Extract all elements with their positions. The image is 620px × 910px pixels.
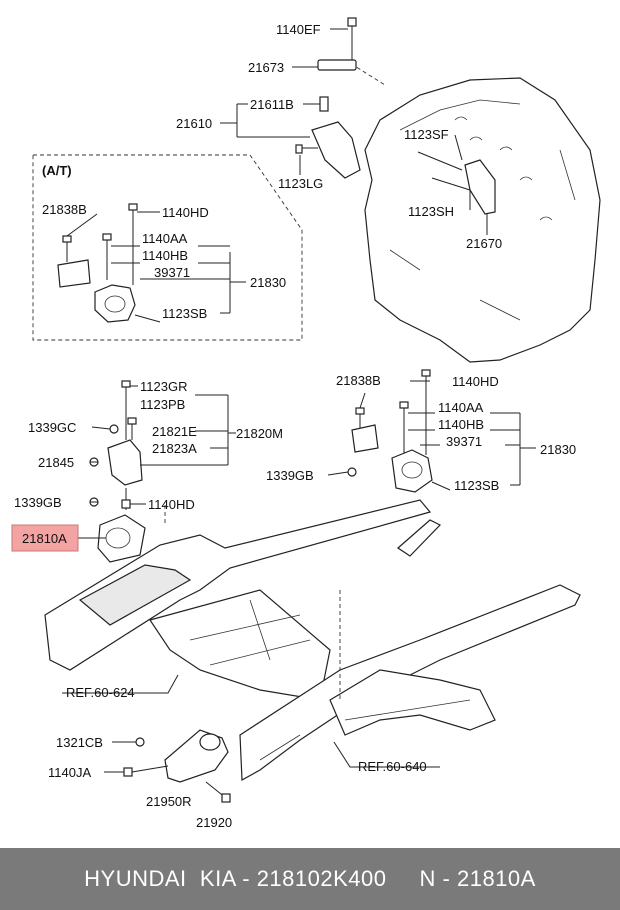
label-r-1123SB: 1123SB <box>454 478 499 493</box>
label-21810A: 21810A <box>22 531 67 546</box>
label-r-21830: 21830 <box>540 442 576 457</box>
label-1140JA: 1140JA <box>48 765 91 780</box>
label-1140HD-left: 1140HD <box>148 497 195 512</box>
label-1123SH: 1123SH <box>408 204 454 219</box>
label-at-1140HB: 1140HB <box>142 248 188 263</box>
label-21845: 21845 <box>38 455 74 470</box>
left-mount-group <box>89 380 146 563</box>
mount-bracket-21610 <box>295 17 361 179</box>
label-21821E: 21821E <box>152 424 197 439</box>
label-ref-60-624: REF.60-624 <box>66 685 135 700</box>
label-at-21830: 21830 <box>250 275 286 290</box>
parts-diagram: 1140EF 21673 21611B 21610 1123LG 1123SF … <box>11 17 601 830</box>
label-at-21838B: 21838B <box>42 202 87 217</box>
label-r-21838B: 21838B <box>336 373 381 388</box>
subframe <box>44 499 581 781</box>
part-number-banner: HYUNDAI KIA - 218102K400 N - 21810A <box>0 848 620 910</box>
label-at-1140AA: 1140AA <box>142 231 188 246</box>
label-at-39371: 39371 <box>154 265 190 280</box>
leader-lines <box>62 28 536 773</box>
label-at-1123SB: 1123SB <box>162 306 207 321</box>
label-1123SF: 1123SF <box>404 127 449 142</box>
label-r-1140AA: 1140AA <box>438 400 484 415</box>
label-21670: 21670 <box>466 236 502 251</box>
label-at: (A/T) <box>42 163 72 178</box>
label-1140EF: 1140EF <box>276 22 321 37</box>
label-21823A: 21823A <box>152 441 197 456</box>
label-1123LG: 1123LG <box>278 176 323 191</box>
label-r-39371: 39371 <box>446 434 482 449</box>
right-mount-group <box>347 369 451 493</box>
label-1123GR: 1123GR <box>140 379 187 394</box>
label-r-1339GB: 1339GB <box>266 468 314 483</box>
label-21820M: 21820M <box>236 426 283 441</box>
label-21673: 21673 <box>248 60 284 75</box>
part-labels: 1140EF 21673 21611B 21610 1123LG 1123SF … <box>14 22 576 830</box>
label-21950R: 21950R <box>146 794 192 809</box>
label-1123PB: 1123PB <box>140 397 185 412</box>
label-21610: 21610 <box>176 116 212 131</box>
label-r-1140HB: 1140HB <box>438 417 484 432</box>
label-21920: 21920 <box>196 815 232 830</box>
label-21611B: 21611B <box>250 97 294 112</box>
engine-block <box>344 59 601 363</box>
label-r-1140HD: 1140HD <box>452 374 499 389</box>
label-1339GB-left: 1339GB <box>14 495 62 510</box>
label-at-1140HD: 1140HD <box>162 205 209 220</box>
part-number-text: HYUNDAI KIA - 218102K400 N - 21810A <box>84 866 536 891</box>
highlight-box <box>11 524 79 552</box>
label-1321CB: 1321CB <box>56 735 103 750</box>
label-1339GC: 1339GC <box>28 420 76 435</box>
roll-mount-21950R <box>123 729 231 803</box>
label-ref-60-640: REF.60-640 <box>358 759 427 774</box>
